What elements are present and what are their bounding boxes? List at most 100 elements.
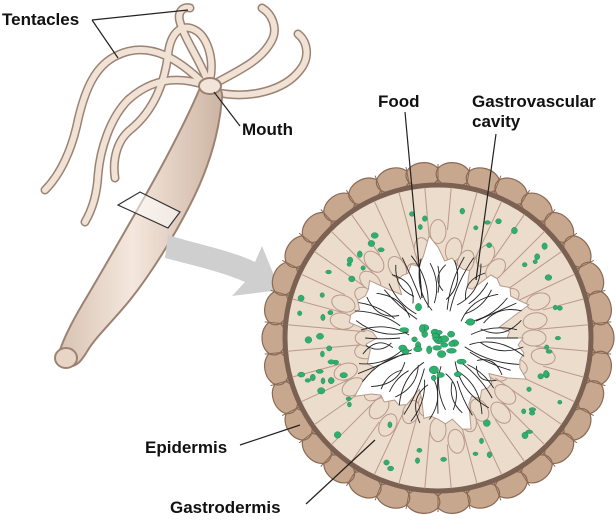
food-vacuole	[304, 336, 313, 344]
flagellum	[383, 289, 418, 320]
food-particle	[446, 348, 457, 354]
food-vacuole	[543, 370, 549, 378]
food-particle	[426, 345, 433, 354]
food-vacuole	[309, 374, 316, 382]
food-particle	[436, 372, 445, 378]
magnify-arrow	[165, 235, 280, 296]
food-vacuole	[415, 457, 420, 464]
gastrodermis-cell-tip	[429, 219, 447, 244]
epidermis-cell-wall	[374, 175, 383, 194]
food-vacuole	[326, 345, 333, 352]
flagellum	[403, 368, 425, 415]
food-vacuole	[422, 215, 428, 222]
tentacles-group	[40, 3, 311, 227]
flagellum	[467, 364, 495, 389]
food-vacuole	[522, 262, 528, 268]
epidermis-cell-wall	[405, 166, 410, 186]
food-particle	[411, 336, 418, 343]
epidermis-cell-wall	[542, 452, 556, 467]
flagellum	[395, 365, 419, 398]
food-vacuole	[521, 408, 527, 414]
label-gastrovascular: Gastrovascular	[472, 92, 596, 111]
flagellum	[380, 369, 403, 390]
gastrodermis-cell-tip	[521, 329, 547, 347]
basal-disk	[54, 347, 78, 369]
flagellum	[446, 256, 465, 310]
gastrodermis-cell-tip	[363, 250, 385, 273]
epidermis-cell-wall	[320, 452, 334, 467]
label-mouth: Mouth	[242, 120, 293, 139]
gastrodermis-cell-tip	[331, 294, 356, 313]
food-vacuole	[526, 386, 532, 392]
food-particle	[429, 365, 439, 375]
flagellum	[415, 384, 429, 424]
food-particle	[432, 345, 442, 351]
flagellum	[464, 272, 486, 301]
food-vacuole	[327, 310, 334, 315]
epidermis-cell	[589, 320, 615, 356]
epidermis-cell-wall	[374, 482, 383, 501]
food-vacuole	[557, 400, 563, 405]
food-particle	[415, 303, 422, 312]
food-vacuole	[483, 419, 491, 427]
epidermis-cell-wall	[561, 232, 578, 245]
label-gastrodermis: Gastrodermis	[170, 498, 281, 517]
epidermis-cell-wall	[466, 166, 471, 186]
food-particle	[465, 318, 476, 326]
epidermis-cell-wall	[586, 289, 606, 297]
food-vacuole	[383, 459, 390, 466]
food-vacuole	[440, 457, 447, 462]
flagellum	[470, 327, 518, 335]
hydra-stalk	[57, 84, 224, 368]
gastrodermis-cell-wall	[424, 431, 431, 489]
food-vacuole	[486, 242, 493, 248]
food-vacuole	[552, 304, 558, 311]
flagellum	[450, 381, 463, 414]
food-vacuole	[473, 225, 479, 231]
flagellum	[429, 262, 438, 304]
gastrodermis-cell-wall	[512, 273, 576, 304]
gastrodermis-cell-wall	[330, 230, 375, 275]
epidermis-cell-wall	[493, 175, 502, 194]
epidermis-cell-wall	[576, 406, 595, 417]
gastrodermis-cell-wall	[373, 410, 405, 476]
epidermis-cell-wall	[542, 209, 556, 224]
food-vacuole	[416, 447, 423, 453]
gastrodermis-cell-wall	[350, 214, 381, 256]
food-vacuole	[459, 207, 465, 215]
flagellum	[358, 302, 395, 320]
food-vacuole	[511, 227, 518, 235]
food-particle	[419, 324, 426, 333]
epidermis-cell-wall	[320, 209, 334, 224]
flagellum	[354, 310, 401, 327]
epidermis-cell	[261, 320, 287, 356]
food-vacuole	[334, 431, 342, 439]
flagellum	[437, 265, 440, 293]
food-vacuole	[304, 378, 311, 383]
food-particle	[454, 371, 462, 378]
flagellum	[391, 274, 414, 304]
food-vacuole	[537, 373, 544, 380]
section-cut-band	[116, 191, 181, 229]
gastrodermis-cell-wall	[460, 424, 478, 485]
food-vacuole	[327, 359, 335, 365]
flagellum	[366, 296, 400, 317]
epidermis-cell-wall	[586, 379, 606, 387]
flagellum	[429, 378, 439, 420]
flagellum	[480, 319, 522, 334]
food-vacuole	[320, 377, 326, 385]
food-vacuole	[297, 310, 303, 316]
gastrodermis-cell-wall	[287, 324, 366, 333]
flagellum	[456, 380, 473, 416]
epidermis-cell-wall	[592, 321, 612, 325]
label-epidermis: Epidermis	[145, 438, 228, 457]
flagellum	[438, 366, 446, 411]
flagellum	[398, 361, 425, 406]
food-vacuole	[348, 275, 356, 283]
epidermis-cell-wall	[493, 482, 502, 501]
flagellum	[389, 370, 409, 392]
flagellum	[365, 342, 392, 350]
food-vacuole	[387, 465, 394, 472]
flagellum	[480, 342, 524, 352]
